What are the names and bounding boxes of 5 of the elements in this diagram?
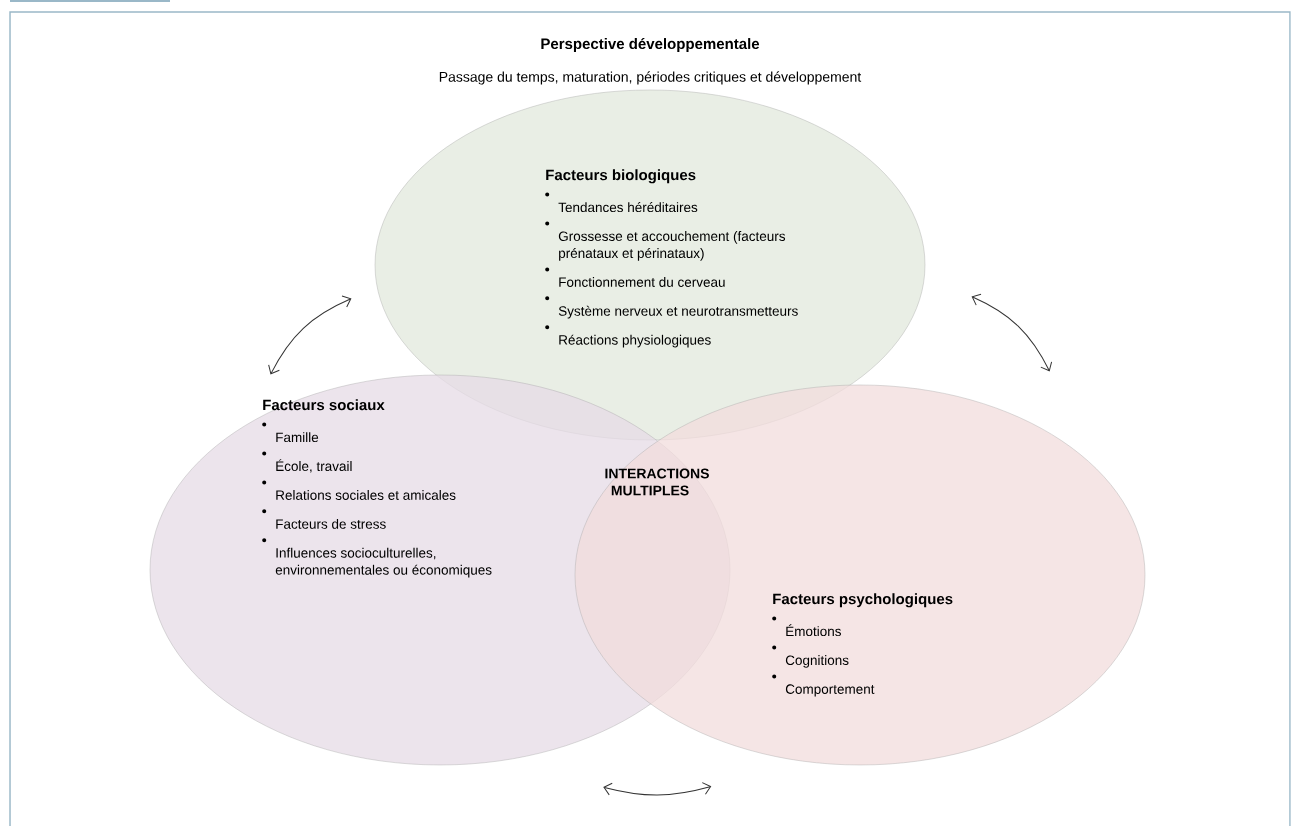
double-arrow — [603, 782, 712, 796]
center-label: INTERACTIONS MULTIPLES — [605, 468, 709, 496]
double-arrow — [268, 295, 352, 375]
title: Perspective développementale — [541, 37, 760, 53]
double-arrow — [971, 293, 1053, 372]
